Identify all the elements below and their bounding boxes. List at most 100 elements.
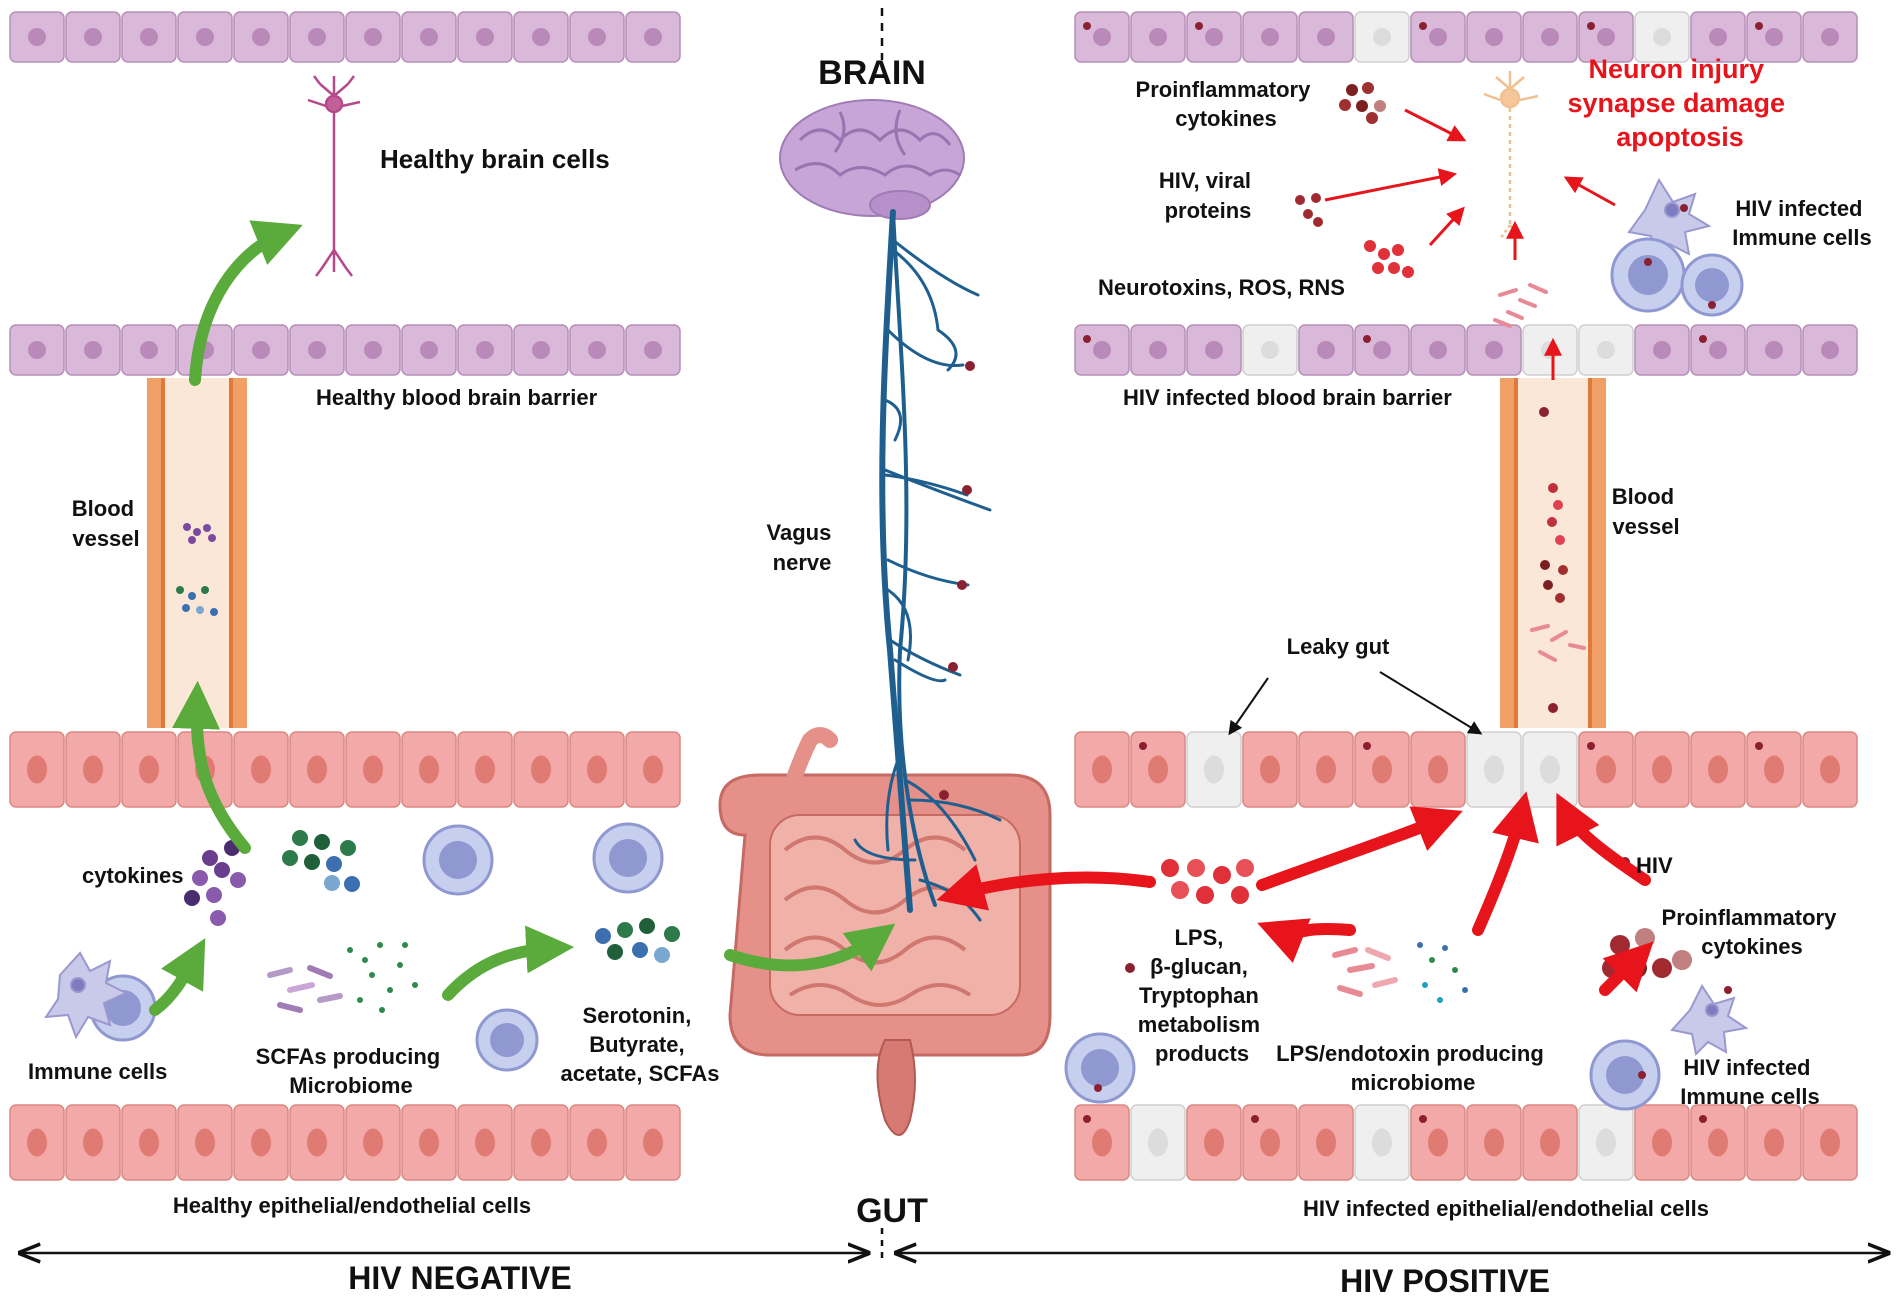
cell-nucleus <box>307 1128 327 1157</box>
cell-nucleus <box>83 1128 103 1157</box>
cell-nucleus <box>587 1128 607 1157</box>
cell-nucleus <box>308 341 326 359</box>
left-blood-vessel <box>147 378 247 728</box>
cell-nucleus <box>419 1128 439 1157</box>
healthy-neuron-icon <box>307 75 361 277</box>
right-top-immune-cells <box>1610 177 1744 317</box>
cell-nucleus <box>1821 28 1839 46</box>
green-arrows <box>149 220 896 1016</box>
cell-layers <box>9 11 1858 1181</box>
cell-nucleus <box>532 341 550 359</box>
cell-nucleus <box>1820 755 1840 784</box>
right-top-ros-cluster <box>1364 240 1414 278</box>
metabolites-label: Serotonin, Butyrate, acetate, SCFAs <box>561 1003 720 1086</box>
hiv-negative-label: HIV NEGATIVE <box>348 1260 571 1296</box>
cell-nucleus <box>476 28 494 46</box>
cell-nucleus <box>308 28 326 46</box>
cell-nucleus <box>1260 755 1280 784</box>
cell-nucleus <box>644 28 662 46</box>
cell-nucleus <box>475 1128 495 1157</box>
cell-nucleus <box>1485 341 1503 359</box>
hiv-viral-proteins-label: HIV, viral proteins <box>1159 168 1257 223</box>
left-bbb-layer <box>9 324 681 376</box>
virus-particle <box>1755 22 1763 30</box>
right-bottom-cytokine-cluster <box>1602 928 1692 978</box>
cell-nucleus <box>1652 1128 1672 1157</box>
cell-nucleus <box>1484 755 1504 784</box>
cell-nucleus <box>643 755 663 784</box>
cell-nucleus <box>83 755 103 784</box>
left-green-cluster <box>282 830 360 892</box>
right-blood-vessel-label: Blood vessel <box>1612 484 1680 539</box>
virus-particle <box>1587 22 1595 30</box>
cell-nucleus <box>587 755 607 784</box>
cell-nucleus <box>1149 341 1167 359</box>
cell-nucleus <box>1820 1128 1840 1157</box>
cell-nucleus <box>1093 341 1111 359</box>
proinflammatory-top-label: Proinflammatory cytokines <box>1136 77 1317 131</box>
scfa-microbiome-cluster <box>267 942 418 1013</box>
brain-label: BRAIN <box>818 54 926 92</box>
cell-nucleus <box>1596 755 1616 784</box>
cell-nucleus <box>140 28 158 46</box>
cell-nucleus <box>1540 755 1560 784</box>
cell-nucleus <box>27 755 47 784</box>
vessel-bacteria <box>1530 624 1586 662</box>
nerve-virus-particles <box>939 361 975 800</box>
hiv-infected-immune-bottom-label: HIV infected Immune cells <box>1680 1055 1819 1109</box>
cell-nucleus <box>531 755 551 784</box>
cell-nucleus <box>1092 1128 1112 1157</box>
metabolite-cluster <box>595 918 680 963</box>
cell-nucleus <box>420 28 438 46</box>
cell-nucleus <box>1205 28 1223 46</box>
cell-nucleus <box>1428 1128 1448 1157</box>
hiv-positive-label: HIV POSITIVE <box>1340 1263 1550 1299</box>
left-immune-cells <box>44 822 664 1072</box>
left-blood-vessel-label: Blood vessel <box>72 496 140 551</box>
healthy-epithelial-label: Healthy epithelial/endothelial cells <box>173 1193 531 1218</box>
cell-nucleus <box>1541 28 1559 46</box>
hiv-infected-immune-top-label: HIV infected Immune cells <box>1732 196 1871 250</box>
cell-nucleus <box>1597 341 1615 359</box>
virus-particle <box>1419 1115 1427 1123</box>
cell-nucleus <box>1148 755 1168 784</box>
lps-label: LPS, β-glucan, Tryptophan metabolism pro… <box>1138 925 1266 1066</box>
cell-nucleus <box>1148 1128 1168 1157</box>
left-bottom-gut-layer <box>9 1104 681 1181</box>
cell-nucleus <box>588 28 606 46</box>
leaky-gut-label: Leaky gut <box>1287 634 1390 659</box>
red-arrows-large <box>936 791 1654 996</box>
neurotoxins-label: Neurotoxins, ROS, RNS <box>1098 275 1345 300</box>
virus-particle <box>1083 22 1091 30</box>
cell-nucleus <box>1821 341 1839 359</box>
cell-nucleus <box>1764 1128 1784 1157</box>
cell-nucleus <box>1372 1128 1392 1157</box>
cell-nucleus <box>28 28 46 46</box>
cell-nucleus <box>1092 755 1112 784</box>
cell-nucleus <box>1708 755 1728 784</box>
cell-nucleus <box>1149 28 1167 46</box>
virus-particle <box>1363 742 1371 750</box>
cell-nucleus <box>419 755 439 784</box>
cell-nucleus <box>1204 755 1224 784</box>
cell-nucleus <box>1709 341 1727 359</box>
virus-particle <box>1755 742 1763 750</box>
cell-nucleus <box>644 341 662 359</box>
cell-nucleus <box>1429 28 1447 46</box>
virus-particle <box>1139 742 1147 750</box>
virus-particle <box>1699 1115 1707 1123</box>
injured-neuron-icon <box>1483 71 1539 240</box>
right-top-virus-cluster <box>1295 193 1323 227</box>
lps-microbiome-label: LPS/endotoxin producing microbiome <box>1276 1041 1550 1095</box>
vessel-red-particles <box>1540 483 1568 603</box>
bbb-bacteria-cluster <box>1493 283 1548 328</box>
virus-particle <box>1587 742 1595 750</box>
cell-nucleus <box>252 341 270 359</box>
cell-nucleus <box>1765 341 1783 359</box>
vagus-nerve-label: Vagus nerve <box>767 520 838 575</box>
cell-nucleus <box>364 28 382 46</box>
cell-nucleus <box>195 1128 215 1157</box>
lps-microbiome-cluster <box>1332 942 1468 1003</box>
cell-nucleus <box>420 341 438 359</box>
